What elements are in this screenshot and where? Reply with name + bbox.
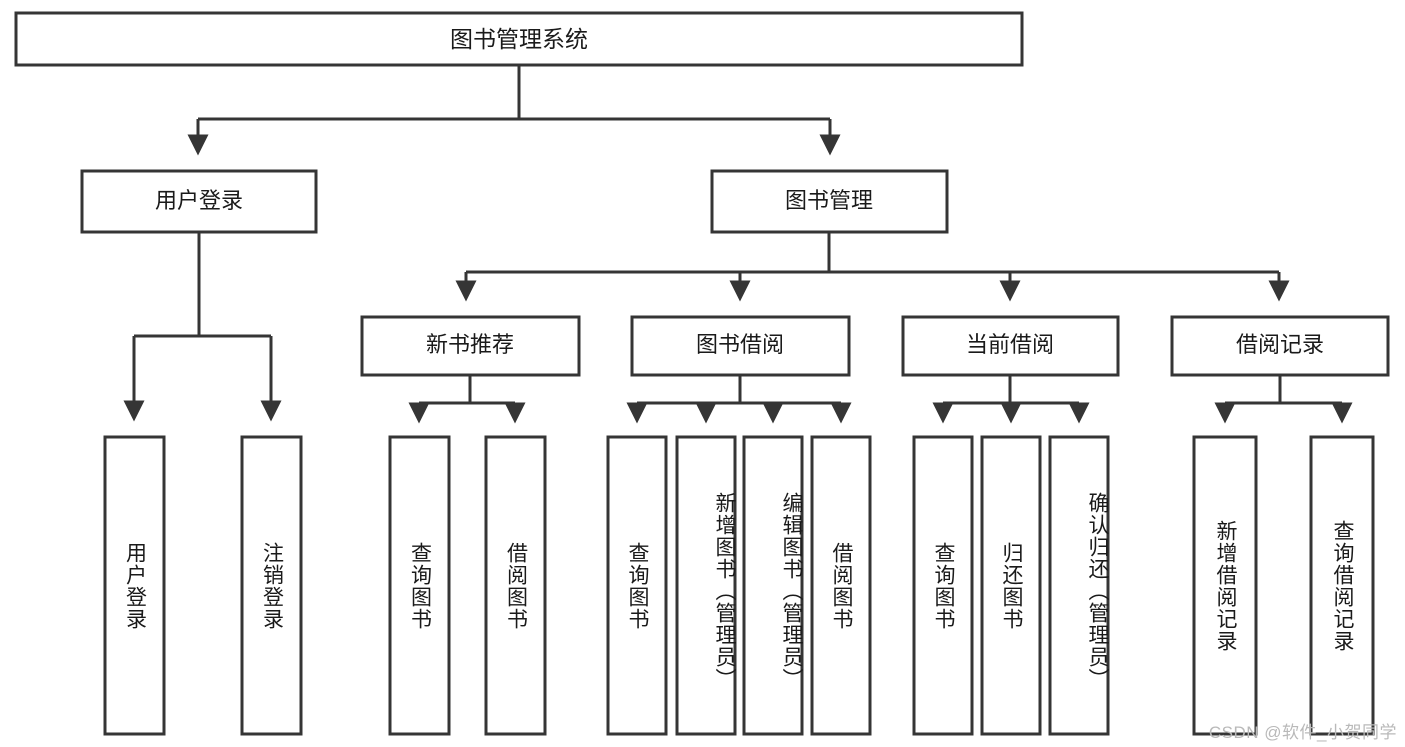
node-root-label: 图书管理系统 [450, 26, 588, 52]
node-current-borrow-label: 当前借阅 [966, 332, 1054, 357]
node-current-borrow-box [901, 315, 1120, 377]
node-book-manage[interactable]: 图书管理 [710, 169, 949, 234]
node-new-book-recommend[interactable]: 新书推荐 [360, 315, 581, 377]
node-user-login-box [80, 169, 318, 234]
leaf-box-logout-login[interactable] [240, 435, 303, 736]
node-root-box [14, 11, 1024, 67]
node-user-login[interactable]: 用户登录 [80, 169, 318, 234]
connector-book-manage-to-level2 [455, 232, 1290, 302]
leaf-box-user-login[interactable] [103, 435, 166, 736]
leaf-box-query-record[interactable] [1309, 435, 1375, 736]
leaf-box-add-record[interactable] [1192, 435, 1258, 736]
connector-current-borrow-to-leaves [932, 375, 1090, 424]
node-book-manage-label: 图书管理 [785, 188, 873, 213]
connector-book-borrow-to-leaves [626, 375, 852, 424]
connector-borrow-record-to-leaves [1214, 375, 1353, 424]
leaf-box-borrow-book-2[interactable] [810, 435, 872, 736]
leaf-box-confirm-return[interactable] [1048, 435, 1110, 736]
node-new-book-recommend-box [360, 315, 581, 377]
node-borrow-record-label: 借阅记录 [1236, 332, 1324, 357]
leaf-box-add-book[interactable] [675, 435, 737, 736]
connector-user-login-to-leaves [123, 232, 282, 422]
node-root-system[interactable]: 图书管理系统 [14, 11, 1024, 67]
leaf-box-query-book-2[interactable] [606, 435, 668, 736]
node-borrow-record[interactable]: 借阅记录 [1170, 315, 1390, 377]
connector-new-book-recommend-to-leaves [408, 375, 526, 424]
node-book-borrow[interactable]: 图书借阅 [630, 315, 851, 377]
leaf-box-query-book-3[interactable] [912, 435, 974, 736]
leaf-box-edit-book[interactable] [742, 435, 804, 736]
node-new-book-recommend-label: 新书推荐 [426, 332, 514, 357]
node-book-borrow-label: 图书借阅 [696, 332, 784, 357]
leaf-box-borrow-book-1[interactable] [484, 435, 547, 736]
node-current-borrow[interactable]: 当前借阅 [901, 315, 1120, 377]
csdn-watermark: CSDN @软件_小贺同学 [1208, 723, 1397, 742]
leaf-box-query-book-1[interactable] [388, 435, 451, 736]
connector-root-to-level1 [187, 65, 841, 156]
leaf-box-return-book[interactable] [980, 435, 1042, 736]
node-user-login-label: 用户登录 [155, 188, 243, 213]
